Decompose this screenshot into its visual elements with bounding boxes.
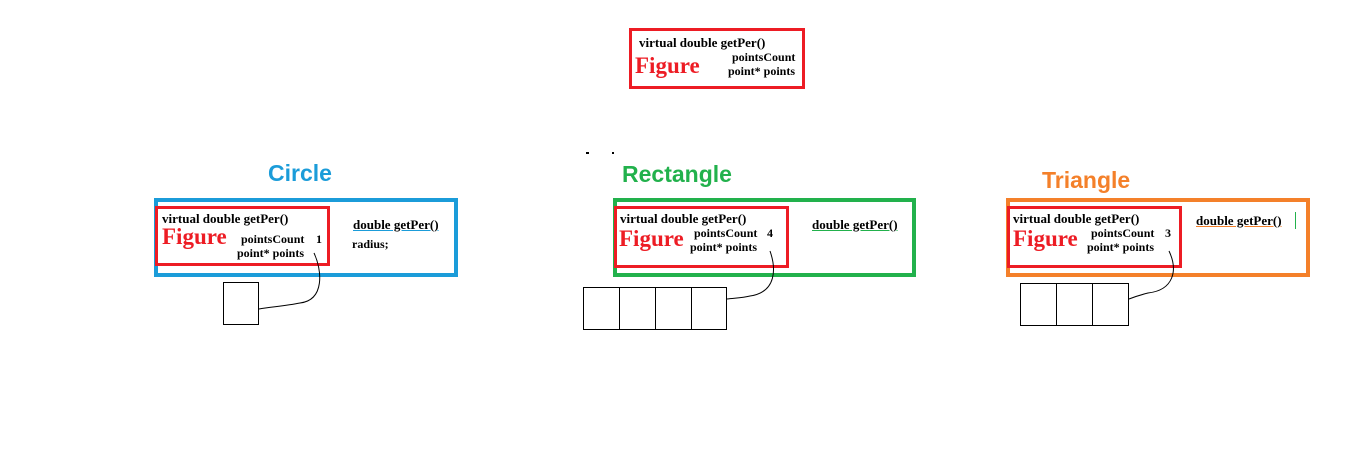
rectangle-figure-name: Figure [619, 226, 684, 251]
figure-base-count-field: pointsCount [732, 50, 796, 64]
triangle-override-method: double getPer() [1196, 213, 1282, 228]
circle-count-value: 1 [316, 232, 322, 246]
rectangle-point-cell-1 [583, 287, 620, 330]
rectangle-point-cell-4 [691, 287, 727, 330]
triangle-points-field: point* points [1087, 240, 1155, 254]
triangle-count-field: pointsCount [1091, 226, 1155, 240]
triangle-figure-method: virtual double getPer() [1013, 211, 1140, 226]
triangle-figure-name: Figure [1013, 226, 1078, 251]
stray-mark-2 [612, 152, 614, 154]
rectangle-figure-method: virtual double getPer() [620, 211, 747, 226]
rectangle-points-field: point* points [690, 240, 758, 254]
circle-points-field: point* points [237, 246, 305, 260]
triangle-point-cell-2 [1056, 283, 1093, 326]
triangle-figure-box [1007, 206, 1182, 268]
rectangle-title: Rectangle [622, 161, 732, 187]
rectangle-point-cell-2 [619, 287, 656, 330]
circle-override-method: double getPer() [353, 217, 439, 232]
rectangle-count-field: pointsCount [694, 226, 758, 240]
triangle-count-value: 3 [1165, 226, 1171, 240]
circle-radius-field: radius; [352, 237, 389, 251]
figure-base-method: virtual double getPer() [639, 35, 766, 50]
figure-base-points-field: point* points [728, 64, 796, 78]
circle-figure-box [155, 206, 330, 266]
figure-base-name: Figure [635, 53, 700, 78]
circle-count-field: pointsCount [241, 232, 305, 246]
circle-figure-name: Figure [162, 224, 227, 249]
circle-point-cell [223, 282, 259, 325]
triangle-points-connector [1128, 250, 1174, 300]
rectangle-figure-box [614, 206, 789, 268]
circle-title: Circle [268, 160, 332, 186]
circle-figure-method: virtual double getPer() [162, 211, 289, 226]
rectangle-count-value: 4 [767, 226, 773, 240]
figure-base-box [629, 28, 805, 89]
triangle-point-cell-3 [1092, 283, 1129, 326]
circle-points-connector [258, 252, 321, 310]
text-cursor [1295, 212, 1296, 229]
rectangle-points-connector [726, 250, 774, 300]
rectangle-point-cell-3 [655, 287, 692, 330]
stray-mark [586, 152, 589, 154]
triangle-title: Triangle [1042, 167, 1131, 193]
rectangle-override-method: double getPer() [812, 217, 898, 232]
